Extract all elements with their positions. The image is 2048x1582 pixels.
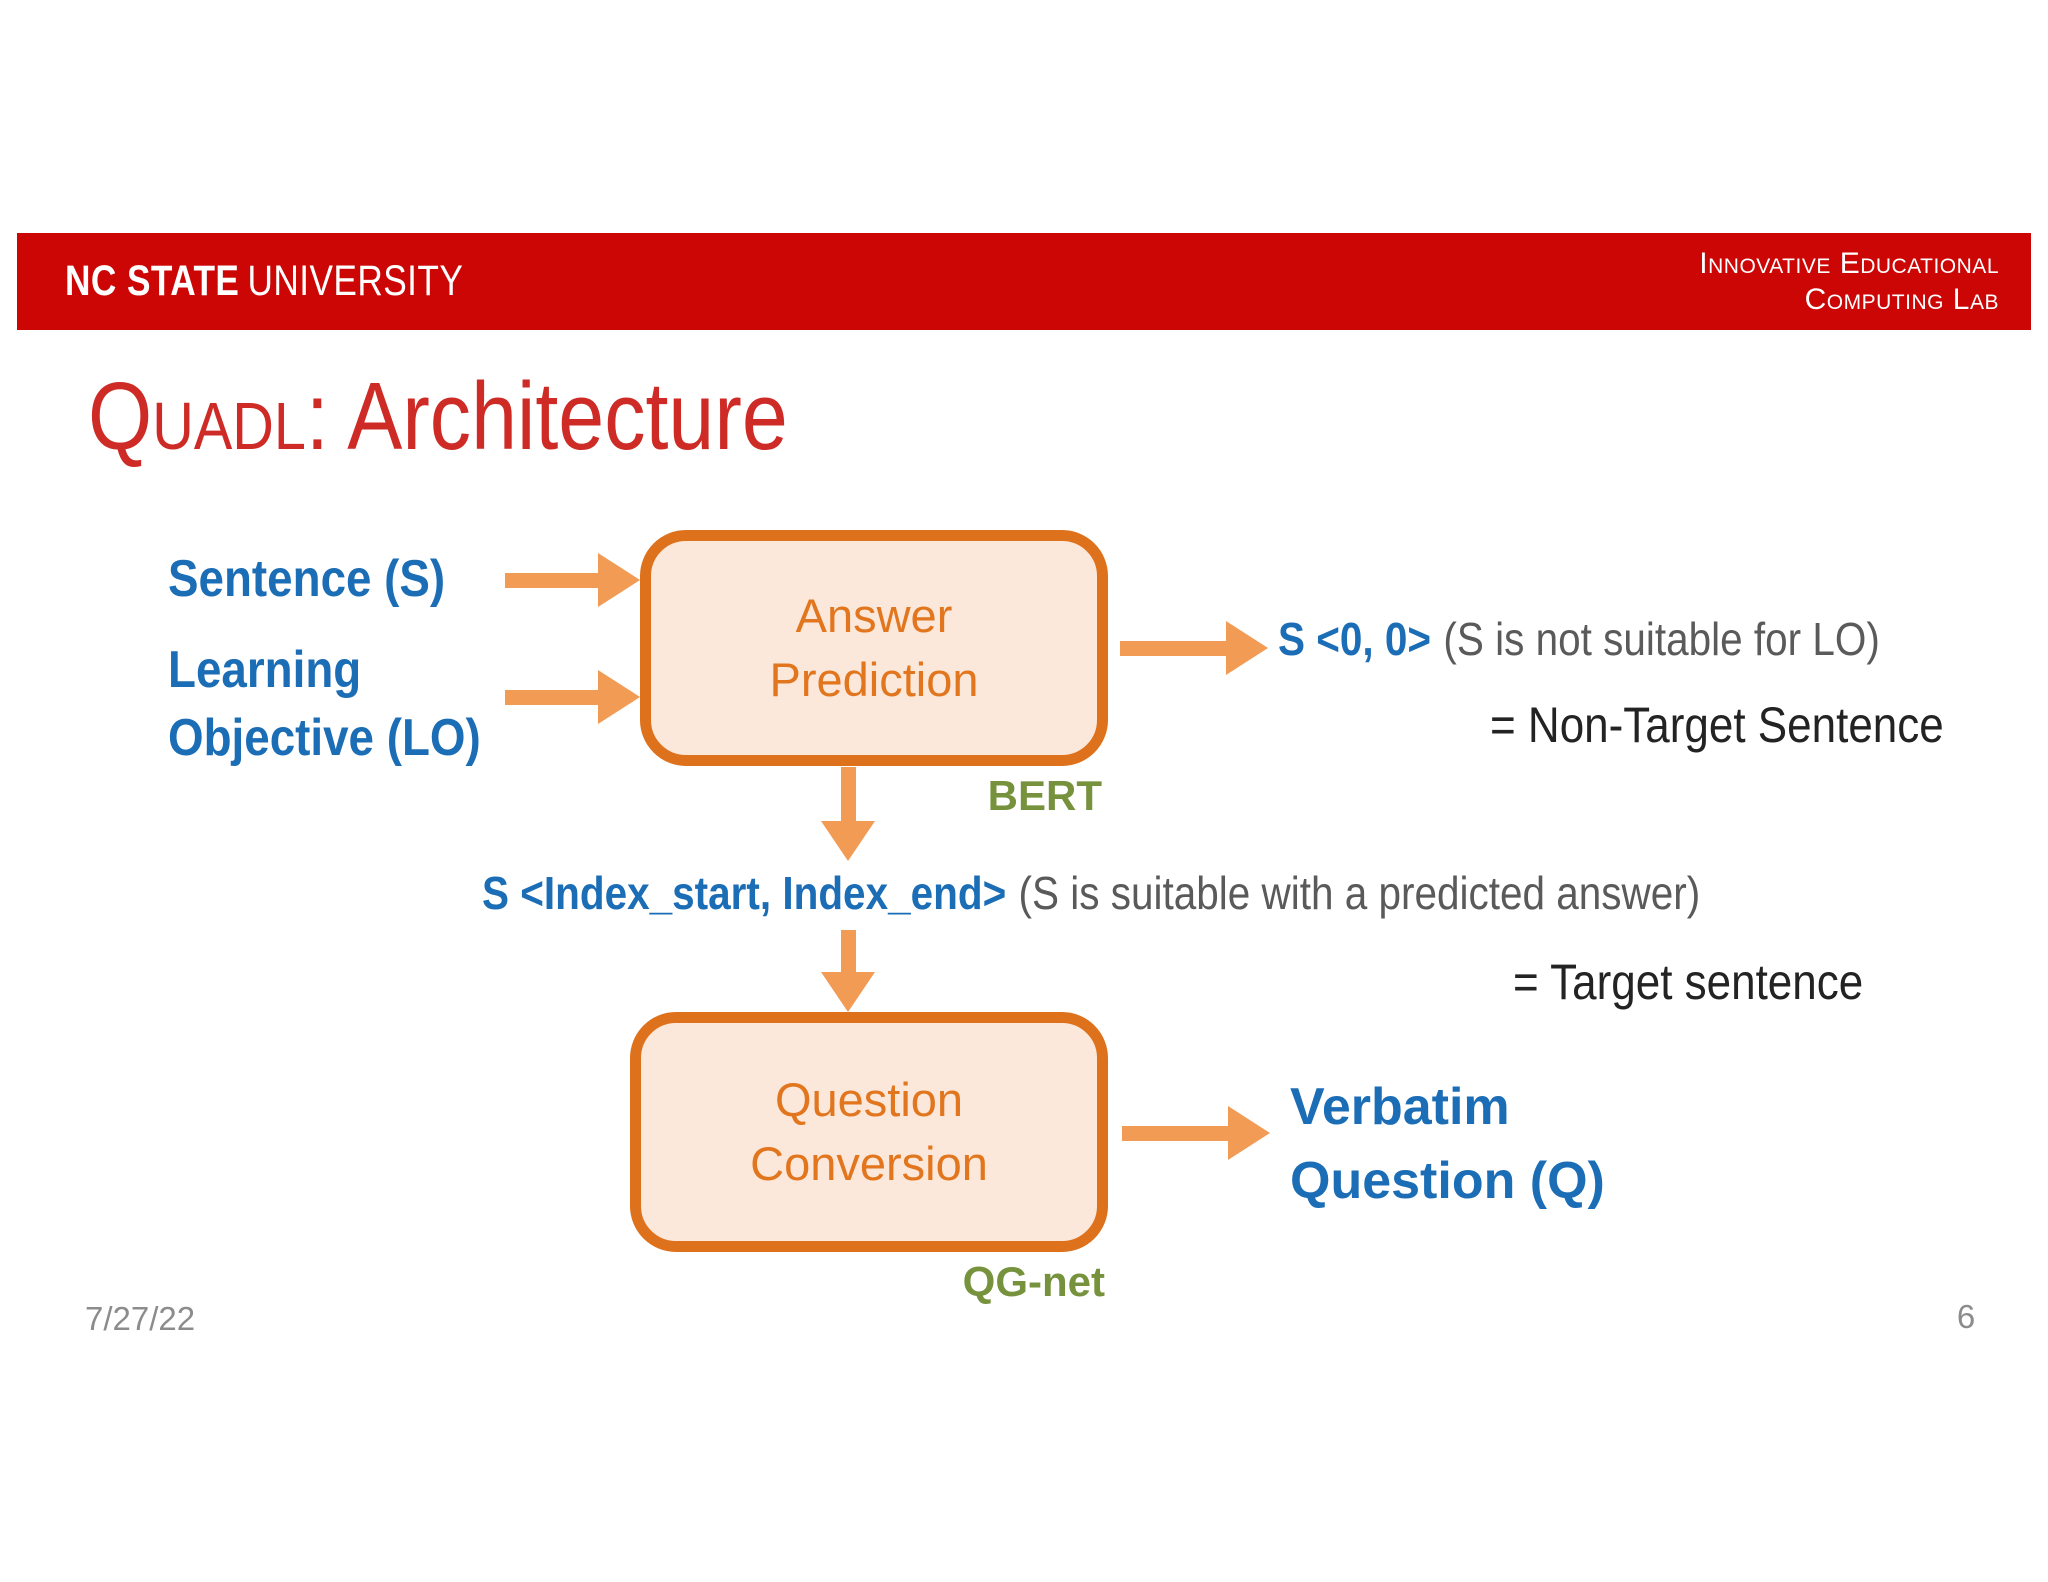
non-target-output-arrow [1120,621,1268,675]
sentence-input-text: Sentence (S) [168,550,446,608]
target-code: S <Index_start, Index_end> [482,867,1007,919]
arrow-shaft [505,689,598,705]
answer-box-line2: Prediction [769,653,979,706]
arrow-shaft [505,572,598,588]
sentence-input-arrow [505,553,640,607]
lo-line2: Objective (LO) [168,709,481,767]
arrow-head-icon [821,972,875,1012]
lab-name: Innovative Educational Computing Lab [1699,246,1999,318]
brand-regular: UNIVERSITY [247,257,464,305]
answer-box-line1: Answer [795,589,953,642]
arrow-head-icon [821,821,875,861]
target-note: (S is suitable with a predicted answer) [1018,867,1701,919]
lo-input-arrow [505,670,640,724]
sentence-input-label: Sentence (S) [168,545,483,613]
slide-title: Quadl: Architecture [88,362,788,472]
question-output-arrow [1122,1106,1270,1160]
slide-title-acronym: Quadl [88,363,306,470]
non-target-note: (S is not suitable for LO) [1443,613,1880,665]
answer-box-down-arrow [821,767,875,861]
non-target-code: S <0, 0> [1278,613,1432,665]
arrow-shaft [1120,640,1226,656]
bert-model-label: BERT [987,772,1102,819]
question-conversion-box: Question Conversion [630,1012,1108,1252]
arrow-shaft [840,930,856,972]
arrow-head-icon [598,553,640,607]
arrow-head-icon [1228,1106,1270,1160]
verbatim-question-label: Verbatim Question (Q) [1290,1070,1605,1218]
output-line1: Verbatim [1290,1078,1510,1136]
learning-objective-label: Learning Objective (LO) [168,636,523,772]
target-annotation: S <Index_start, Index_end>(S is suitable… [482,866,1866,920]
output-line2: Question (Q) [1290,1152,1605,1210]
slide-date: 7/27/22 [85,1300,196,1337]
arrow-head-icon [598,670,640,724]
non-target-equals: = Non-Target Sentence [1490,697,1944,753]
question-box-line1: Question [774,1073,964,1126]
target-down-arrow [821,930,875,1012]
lo-line1: Learning [168,641,362,699]
non-target-annotation: S <0, 0>(S is not suitable for LO) [1278,612,1962,666]
arrow-head-icon [1226,621,1268,675]
target-equals: = Target sentence [1513,954,1864,1010]
lab-name-line2: Computing Lab [1804,282,1999,316]
slide-page-number: 6 [1956,1298,1976,1335]
question-box-line2: Conversion [750,1137,988,1190]
arrow-shaft [840,767,856,821]
arrow-shaft [1122,1125,1228,1141]
brand-bold: NC STATE [65,257,240,305]
qgnet-model-label: QG-net [962,1258,1105,1305]
answer-prediction-box: Answer Prediction [640,530,1108,766]
lab-name-line1: Innovative Educational [1699,246,1999,280]
slide-title-rest: : Architecture [305,363,788,470]
